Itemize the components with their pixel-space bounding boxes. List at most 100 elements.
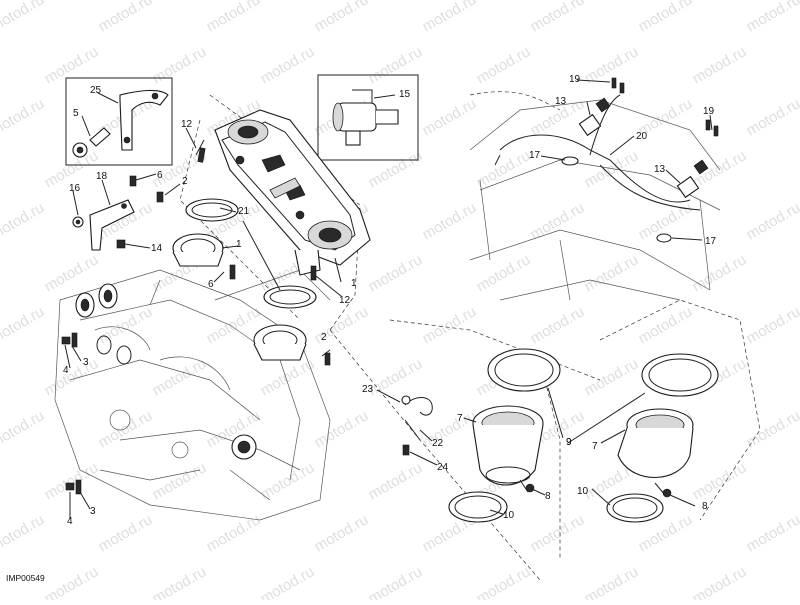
watermark-text: motod.ru — [366, 43, 426, 87]
watermark-text: motod.ru — [312, 511, 372, 555]
watermark-text: motod.ru — [150, 43, 210, 87]
watermark-text: motod.ru — [690, 563, 750, 600]
callout-label-15: 15 — [399, 89, 411, 100]
callout-label-12: 12 — [181, 119, 193, 130]
watermark-text: motod.ru — [420, 303, 480, 347]
callout-label-3: 3 — [83, 357, 89, 368]
callout-label-8: 8 — [702, 501, 708, 512]
watermark-text: motod.ru — [690, 251, 750, 295]
callout-label-16: 16 — [69, 183, 81, 194]
watermark-text: motod.ru — [42, 459, 102, 503]
injector-13a — [579, 98, 610, 135]
watermark-text: motod.ru — [366, 563, 426, 600]
o-ring-10b — [607, 494, 663, 522]
callout-label-1: 1 — [236, 239, 242, 250]
watermark-text: motod.ru — [258, 563, 318, 600]
housing-7b — [618, 409, 693, 497]
callout-label-19: 19 — [703, 106, 715, 117]
watermark-text: motod.ru — [204, 0, 264, 35]
watermark-text: motod.ru — [150, 563, 210, 600]
watermark-text: motod.ru — [420, 199, 480, 243]
watermark-text: motod.ru — [42, 563, 102, 600]
watermark-text: motod.ru — [636, 303, 696, 347]
callout-label-6: 6 — [208, 279, 214, 290]
watermark-text: motod.ru — [744, 303, 800, 347]
watermark-text: motod.ru — [366, 147, 426, 191]
callout-label-2: 2 — [321, 332, 327, 343]
watermark-text: motod.ru — [690, 43, 750, 87]
watermark-text: motod.ru — [204, 511, 264, 555]
watermark-text: motod.ru — [582, 355, 642, 399]
watermark-text: motod.ru — [0, 199, 47, 243]
watermark-text: motod.ru — [150, 459, 210, 503]
watermark-text: motod.ru — [528, 511, 588, 555]
callout-label-6: 6 — [157, 170, 163, 181]
callout-label-17: 17 — [705, 236, 717, 247]
watermark-text: motod.ru — [582, 251, 642, 295]
watermark-text: motod.ru — [474, 43, 534, 87]
watermark-text: motod.ru — [582, 563, 642, 600]
watermark-text: motod.ru — [42, 43, 102, 87]
callout-label-19: 19 — [569, 74, 581, 85]
manifold-rubber-1b — [254, 325, 306, 360]
detail-box-sensor — [318, 75, 418, 160]
watermark-text: motod.ru — [42, 355, 102, 399]
callout-label-7: 7 — [457, 413, 463, 424]
watermark-text: motod.ru — [528, 0, 588, 35]
callout-label-7: 7 — [592, 441, 598, 452]
watermark-text: motod.ru — [744, 199, 800, 243]
watermark-text: motod.ru — [366, 459, 426, 503]
callout-label-9: 9 — [566, 437, 572, 448]
watermark-text: motod.ru — [420, 407, 480, 451]
watermark-text: motod.ru — [474, 563, 534, 600]
callout-label-10: 10 — [577, 486, 589, 497]
watermark-text: motod.ru — [0, 0, 47, 35]
clamp-21a — [186, 199, 238, 221]
watermark-text: motod.ru — [96, 511, 156, 555]
watermark-text: motod.ru — [312, 407, 372, 451]
drawing-code: IMP00549 — [6, 573, 45, 583]
manifold-rubber-1a — [173, 234, 223, 266]
callout-label-4: 4 — [63, 365, 69, 376]
o-ring-10a — [449, 492, 507, 522]
watermark-text: motod.ru — [528, 199, 588, 243]
callout-label-3: 3 — [90, 506, 96, 517]
watermark-text: motod.ru — [420, 0, 480, 35]
callout-label-21: 21 — [238, 206, 250, 217]
callout-label-13: 13 — [654, 164, 666, 175]
o-ring-9b — [642, 354, 718, 396]
watermark-text: motod.ru — [258, 43, 318, 87]
callout-label-17: 17 — [529, 150, 541, 161]
callout-label-22: 22 — [432, 438, 444, 449]
watermark-text: motod.ru — [0, 95, 47, 139]
callout-label-20: 20 — [636, 131, 648, 142]
watermark-text: motod.ru — [474, 251, 534, 295]
watermark-text: motod.ru — [636, 0, 696, 35]
callout-label-23: 23 — [362, 384, 374, 395]
callout-label-4: 4 — [67, 516, 73, 527]
o-ring-9a — [488, 349, 560, 391]
housing-7a — [473, 406, 543, 492]
callout-label-18: 18 — [96, 171, 108, 182]
callout-label-13: 13 — [555, 96, 567, 107]
callout-label-1: 1 — [351, 278, 357, 289]
watermark-text: motod.ru — [744, 511, 800, 555]
watermark-text: motod.ru — [690, 459, 750, 503]
watermark-text: motod.ru — [420, 95, 480, 139]
callout-label-2: 2 — [182, 176, 188, 187]
callout-label-8: 8 — [545, 491, 551, 502]
watermark-text: motod.ru — [366, 251, 426, 295]
watermark-text: motod.ru — [0, 511, 47, 555]
callout-label-24: 24 — [437, 462, 449, 473]
watermark-text: motod.ru — [96, 407, 156, 451]
callout-label-5: 5 — [73, 108, 79, 119]
clip-17b — [657, 234, 671, 242]
watermark-text: motod.ru — [258, 459, 318, 503]
callout-labels: 1122334456677889910101212131314151617171… — [63, 74, 717, 527]
watermark-text: motod.ru — [96, 0, 156, 35]
callout-label-10: 10 — [503, 510, 515, 521]
callout-label-25: 25 — [90, 85, 102, 96]
watermark-text: motod.ru — [528, 303, 588, 347]
